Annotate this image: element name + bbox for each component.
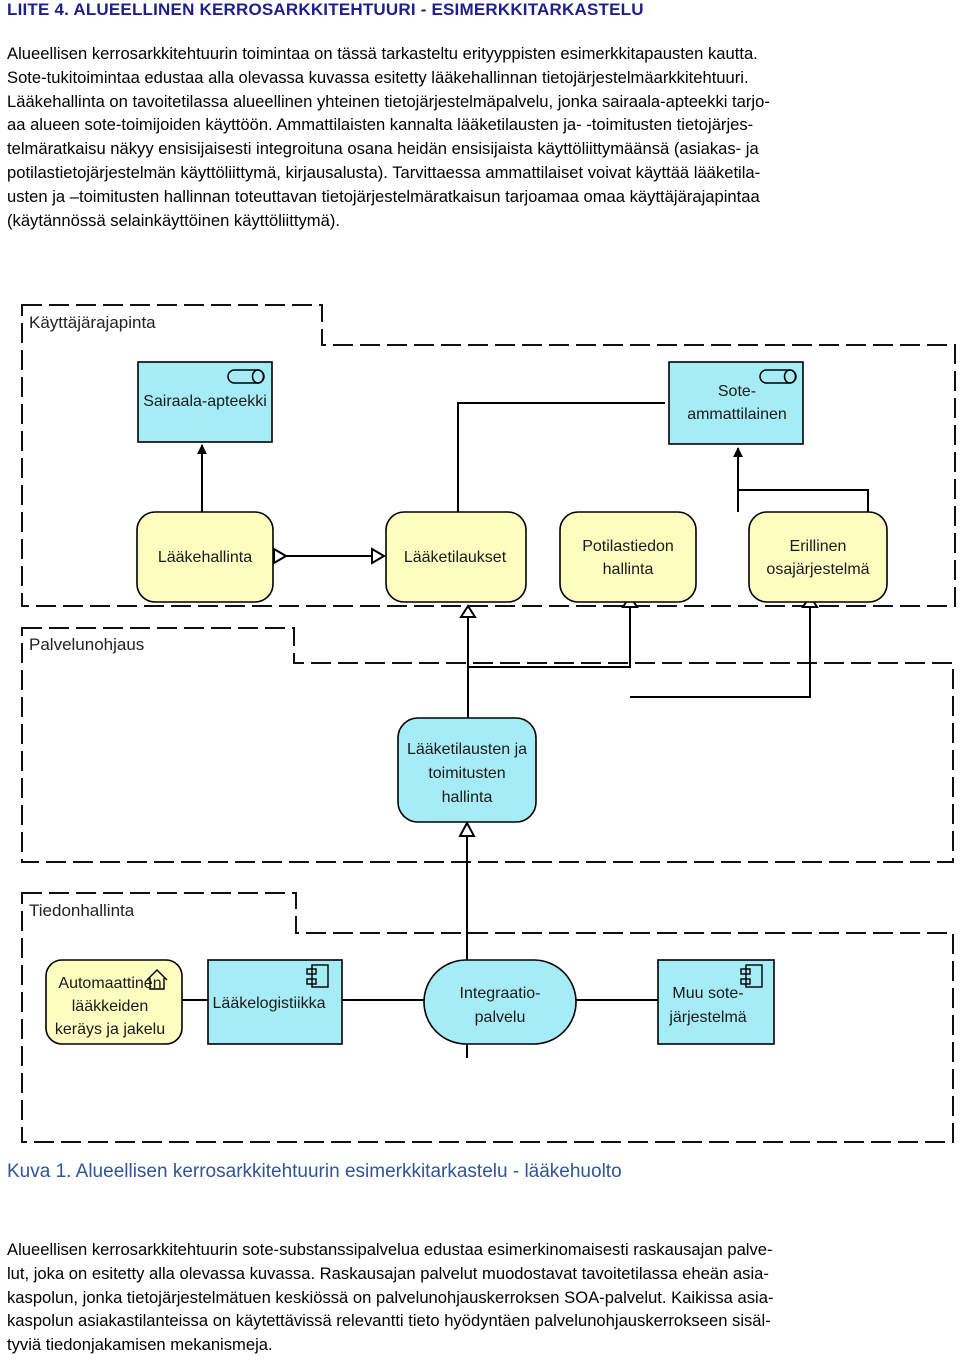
function-erillinen-osajarjestelma: Erillinen osajärjestelmä bbox=[748, 511, 888, 603]
actor-sote-ammattilainen: Sote- ammattilainen bbox=[668, 361, 804, 445]
node-muu-sote-jarjestelma: Muu sote- järjestelmä bbox=[657, 959, 775, 1045]
node-label: järjestelmä bbox=[668, 1009, 746, 1026]
component-icon bbox=[740, 964, 763, 988]
layer-label-ui: Käyttäjärajapinta bbox=[29, 313, 156, 332]
function-potilastiedon-hallinta: Potilastiedon hallinta bbox=[559, 511, 697, 603]
node-label: Integraatio- bbox=[460, 985, 541, 1002]
node-label: Lääketilausten ja bbox=[407, 741, 527, 758]
outro-line: kaspolun, jonka tietojärjestelmätuen kes… bbox=[7, 1287, 774, 1307]
node-label: Lääketilaukset bbox=[404, 549, 507, 566]
role-icon bbox=[759, 369, 797, 384]
layer-service-control bbox=[21, 627, 954, 863]
intro-line: usten ja –toimitusten hallinnan toteutta… bbox=[7, 186, 760, 206]
layer-user-interface bbox=[21, 304, 956, 607]
intro-line: aa alueen sote-toimijoiden käyttöön. Amm… bbox=[7, 115, 754, 135]
node-label: Erillinen bbox=[790, 538, 847, 555]
node-label: Sote- bbox=[718, 383, 756, 400]
layer-data-management bbox=[21, 892, 954, 1143]
node-label: Lääkehallinta bbox=[158, 549, 252, 566]
outro-line: kaspolun asiakastilanteissa on käytettäv… bbox=[7, 1311, 771, 1331]
node-label: Muu sote- bbox=[672, 985, 743, 1002]
node-label: keräys ja jakelu bbox=[55, 1021, 165, 1038]
realization-markers bbox=[273, 547, 819, 837]
intro-line: Lääkehallinta on tavoitetilassa alueelli… bbox=[7, 91, 770, 111]
node-automaattinen-kerays: Automaattinen lääkkeiden keräys ja jakel… bbox=[45, 959, 183, 1045]
layer-label-data: Tiedonhallinta bbox=[29, 901, 135, 920]
node-laakelogistiikka: Lääkelogistiikka bbox=[207, 959, 343, 1045]
service-laaketilausten-hallinta: Lääketilausten ja toimitusten hallinta bbox=[397, 717, 537, 823]
node-label: lääkkeiden bbox=[72, 998, 149, 1015]
node-integraatiopalvelu: Integraatio- palvelu bbox=[423, 959, 577, 1045]
node-label: osajärjestelmä bbox=[766, 561, 869, 578]
node-label: palvelu bbox=[475, 1009, 526, 1026]
node-label: Sairaala-apteekki bbox=[143, 393, 267, 410]
node-label: Lääkelogistiikka bbox=[213, 995, 326, 1012]
intro-paragraph: Alueellisen kerrosarkkitehtuurin toimint… bbox=[7, 42, 950, 232]
outro-paragraph: Alueellisen kerrosarkkitehtuurin sote-su… bbox=[7, 1238, 950, 1357]
node-label: Potilastiedon bbox=[582, 538, 674, 555]
function-laakehallinta: Lääkehallinta bbox=[136, 511, 274, 603]
outro-line: lut, joka on esitetty alla olevassa kuva… bbox=[7, 1263, 769, 1283]
intro-line: potilastietojärjestelmän käyttöliittymä,… bbox=[7, 162, 761, 182]
node-label: Automaattinen bbox=[58, 975, 161, 992]
outro-line: Alueellisen kerrosarkkitehtuurin sote-su… bbox=[7, 1240, 773, 1259]
intro-line: telmäratkaisu näkyy ensisijaisesti integ… bbox=[7, 139, 759, 159]
component-icon bbox=[306, 964, 329, 988]
intro-line: Alueellisen kerrosarkkitehtuurin toimint… bbox=[7, 44, 758, 63]
node-label: hallinta bbox=[603, 561, 654, 578]
role-icon bbox=[227, 369, 265, 384]
house-icon bbox=[146, 969, 168, 990]
intro-line: (käytännössä selainkäyttöinen käyttöliit… bbox=[7, 210, 340, 230]
intro-line: Sote-tukitoimintaa edustaa alla olevassa… bbox=[7, 67, 749, 87]
node-label: ammattilainen bbox=[687, 406, 787, 423]
actor-sairaala-apteekki: Sairaala-apteekki bbox=[137, 361, 273, 443]
function-laaketilaukset: Lääketilaukset bbox=[385, 511, 527, 603]
layer-label-service: Palvelunohjaus bbox=[29, 635, 144, 654]
outro-line: tyviä tiedonjakamisen mekanismeja. bbox=[7, 1335, 273, 1355]
node-label: toimitusten bbox=[428, 765, 505, 782]
figure-caption: Kuva 1. Alueellisen kerrosarkkitehtuurin… bbox=[7, 1161, 622, 1182]
node-label: hallinta bbox=[442, 789, 493, 806]
architecture-diagram: Käyttäjärajapinta Palvelunohjaus Tiedonh… bbox=[21, 304, 956, 1143]
page-heading: LIITE 4. ALUEELLINEN KERROSARKKITEHTUURI… bbox=[7, 0, 644, 19]
